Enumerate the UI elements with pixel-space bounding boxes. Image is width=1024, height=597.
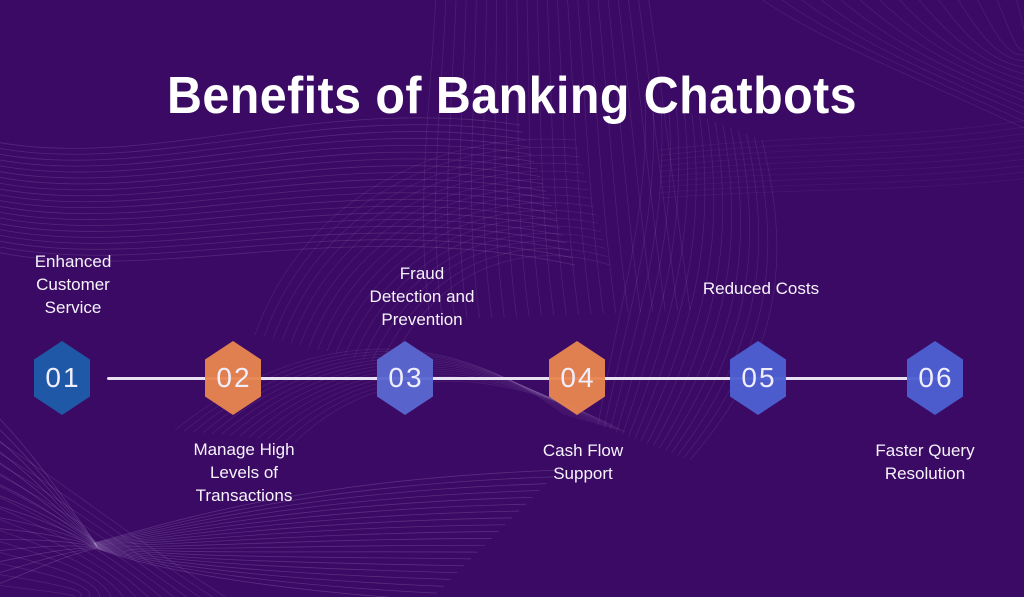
step-node-1: 01	[34, 341, 90, 415]
step-label-6: Faster Query Resolution	[875, 441, 975, 483]
step-number: 01	[45, 362, 81, 393]
step-number: 04	[560, 362, 596, 393]
step-label-1: Enhanced Customer Service	[34, 252, 112, 317]
step-label-5: Reduced Costs	[702, 279, 820, 298]
hexagon-icon	[205, 341, 261, 415]
hexagon-icon	[907, 341, 963, 415]
step-number: 03	[388, 362, 424, 393]
hexagon-icon	[377, 341, 433, 415]
step-node-2: 02	[205, 341, 261, 415]
step-label-4: Cash Flow Support	[542, 441, 624, 483]
hexagon-icon	[549, 341, 605, 415]
step-node-3: 03	[377, 341, 433, 415]
step-node-6: 06	[907, 341, 963, 415]
hexagon-icon	[730, 341, 786, 415]
hexagon-icon	[34, 341, 90, 415]
step-label-2: Manage High Levels of Transactions	[193, 440, 295, 505]
step-node-4: 04	[549, 341, 605, 415]
step-node-5: 05	[730, 341, 786, 415]
step-number: 05	[741, 362, 777, 393]
step-number: 02	[216, 362, 252, 393]
page-title: Benefits of Banking Chatbots	[166, 67, 858, 125]
timeline-line	[107, 377, 937, 380]
step-label-3: Fraud Detection and Prevention	[369, 264, 475, 329]
step-number: 06	[918, 362, 954, 393]
